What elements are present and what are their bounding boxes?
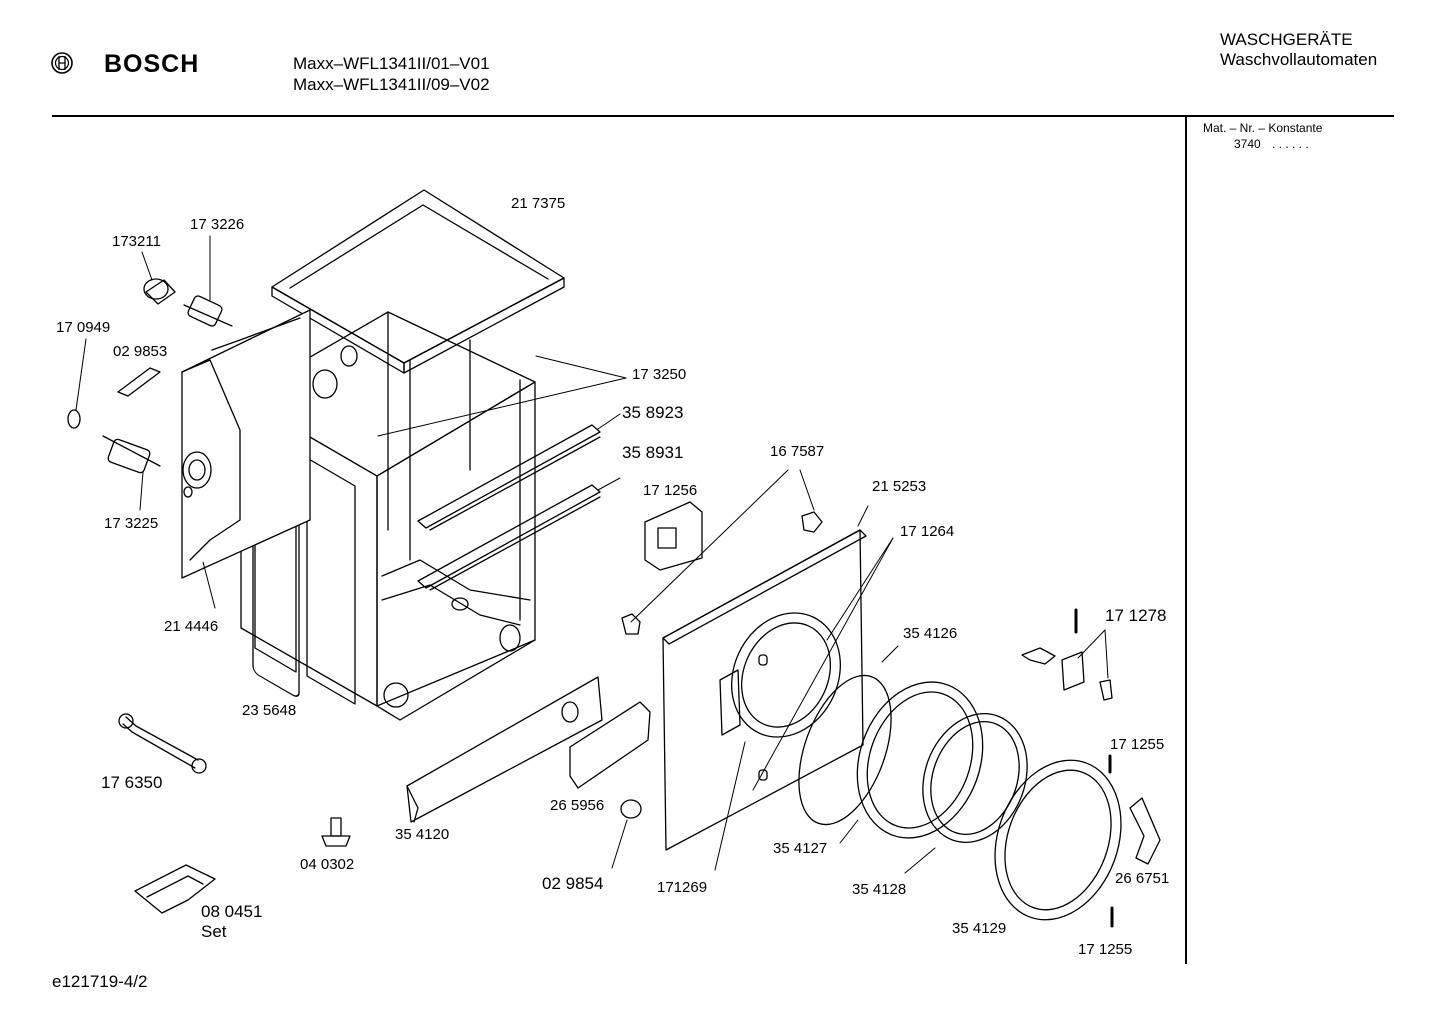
part-label-173225: 17 3225: [104, 515, 159, 532]
part-label-040302: 04 0302: [300, 856, 355, 873]
part-label-266751: 26 6751: [1115, 870, 1170, 887]
part-label-173250: 17 3250: [632, 366, 687, 383]
document-id: e121719-4/2: [52, 972, 148, 991]
category-title: WASCHGERÄTE: [1220, 30, 1353, 49]
door-inner-ring-part: [856, 681, 984, 839]
model-line-1: Maxx–WFL1341II/01–V01: [293, 54, 490, 73]
part-label-217375: 21 7375: [511, 195, 566, 212]
motor-bracket-part: [67, 278, 233, 474]
part-label-354128: 35 4128: [852, 881, 907, 898]
part-label-173211: 173211: [112, 233, 161, 250]
top-cover-part: [271, 189, 565, 374]
part-label-235648: 23 5648: [242, 702, 297, 719]
part-label-171278: 17 1278: [1105, 606, 1167, 625]
rear-panel-part: [181, 309, 311, 579]
front-panel-part: [662, 529, 867, 851]
part-label-214446: 21 4446: [164, 618, 219, 635]
leader-lines: [75, 235, 1109, 874]
door-outer-ring-part: [994, 759, 1122, 921]
part-label-171255-bottom: 17 1255: [1078, 941, 1133, 958]
transport-bracket-part: [134, 864, 216, 914]
part-label-265956: 26 5956: [550, 797, 605, 814]
part-label-354127: 35 4127: [773, 840, 828, 857]
brand-name: BOSCH: [104, 50, 200, 78]
mat-nr-dots: . . . . . .: [1272, 137, 1309, 151]
door-lock-part: [621, 501, 823, 635]
part-label-080451: 08 0451: [201, 902, 263, 921]
part-label-170949: 17 0949: [56, 319, 111, 336]
foot-part: [321, 799, 642, 847]
part-label-171256: 17 1256: [643, 482, 698, 499]
door-seal-ring-part: [798, 674, 892, 826]
part-label-167587: 16 7587: [770, 443, 825, 460]
part-label-215253: 21 5253: [872, 478, 927, 495]
part-label-354126: 35 4126: [903, 625, 958, 642]
mat-nr-title: Mat. – Nr. – Konstante: [1203, 121, 1323, 135]
category-subtitle: Waschvollautomaten: [1220, 50, 1378, 69]
part-label-358923: 35 8923: [622, 403, 684, 422]
detergent-drawer-part: [406, 676, 651, 823]
door-glass-part: [922, 713, 1028, 843]
hinge-part: [1021, 608, 1161, 928]
mat-nr-value: 3740: [1234, 137, 1261, 151]
wrench-part: [118, 713, 207, 774]
part-label-176350: 17 6350: [101, 773, 163, 792]
part-label-354120: 35 4120: [395, 826, 450, 843]
part-label-029853: 02 9853: [113, 343, 168, 360]
part-label-171269: 171269: [657, 879, 708, 896]
part-label-171255-top: 17 1255: [1110, 736, 1165, 753]
part-label-354129: 35 4129: [952, 920, 1007, 937]
part-label-029854: 02 9854: [542, 874, 604, 893]
model-line-2: Maxx–WFL1341II/09–V02: [293, 75, 490, 94]
bosch-logo-icon: [51, 52, 73, 74]
header-rule: [52, 115, 1394, 117]
support-rails-part: [417, 424, 601, 591]
part-label-173226: 17 3226: [190, 216, 245, 233]
sidebar-divider: [1185, 117, 1187, 964]
part-label-171264: 17 1264: [900, 523, 955, 540]
part-label-358931: 35 8931: [622, 443, 684, 462]
part-label-080451-set: Set: [201, 922, 227, 941]
